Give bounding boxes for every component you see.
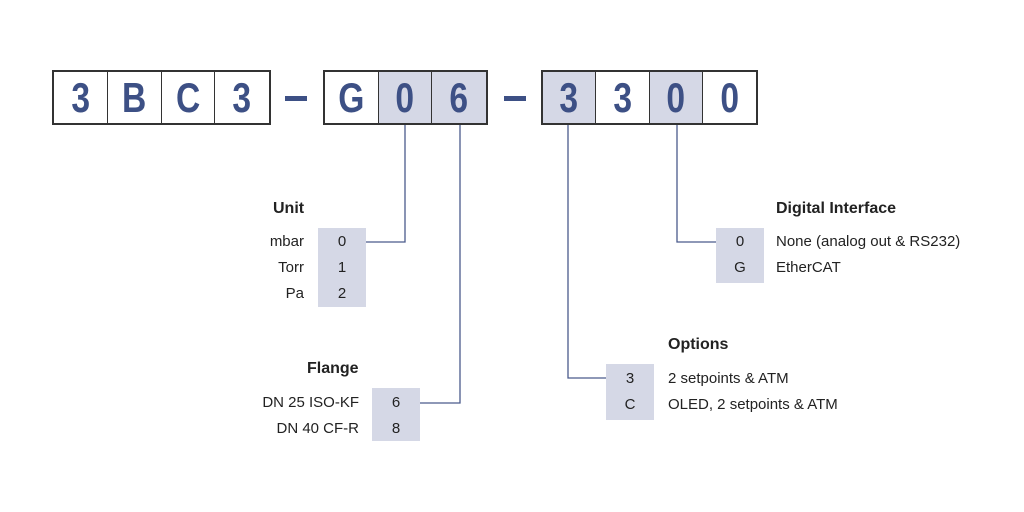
options-code: 3 [625,370,635,387]
unit-code: 2 [337,285,347,302]
unit-label: Pa [285,285,304,302]
options-code: C [624,396,636,413]
part-number-cell: 0 [720,73,739,121]
part-number-cell-flange: 6 [432,72,486,123]
unit-title: Unit [273,200,305,217]
options-label: 2 setpoints & ATM [668,370,789,387]
flange-connector [420,125,461,404]
separator-dash [504,96,526,101]
unit-label: Torr [278,259,304,276]
part-number-group-1: 3 B C 3 [52,70,271,125]
digital-interface-label: EtherCAT [776,259,841,276]
flange-code: 8 [391,420,401,437]
part-number-group-3: 3 3 0 0 [541,70,758,125]
options-title: Options [668,336,729,353]
interface-connector [676,125,716,243]
unit-label: mbar [269,233,304,250]
part-number-cell: C [162,72,216,123]
part-number-cell: G [325,72,379,123]
part-number-cell-unit: 0 [378,72,433,123]
part-number-group-2: G 0 6 [323,70,488,125]
unit-code: 0 [337,233,347,250]
digital-interface-label: None (analog out & RS232) [776,233,961,250]
flange-title: Flange [307,360,359,377]
digital-interface-title: Digital Interface [776,200,897,217]
digital-interface-code: 0 [735,233,745,250]
flange-label: DN 25 ISO-KF [262,394,359,411]
flange-code-box [372,388,420,441]
unit-connector [366,125,406,243]
part-number-cell-interface: 0 [649,72,703,123]
part-number-cell-options: 3 [543,72,597,123]
unit-code: 1 [337,259,347,276]
part-number-cell: 3 [232,73,252,121]
part-number-cell: B [108,72,162,123]
part-number-cell: 3 [596,72,650,123]
unit-code-box [318,228,366,307]
digital-interface-code-box [716,228,764,283]
digital-interface-code: G [734,259,746,276]
options-connector [567,125,606,379]
options-label: OLED, 2 setpoints & ATM [668,396,838,413]
flange-code: 6 [391,394,401,411]
part-number-cell: 3 [54,72,108,123]
options-code-box [606,364,654,420]
separator-dash [285,96,307,101]
flange-label: DN 40 CF-R [276,420,359,437]
